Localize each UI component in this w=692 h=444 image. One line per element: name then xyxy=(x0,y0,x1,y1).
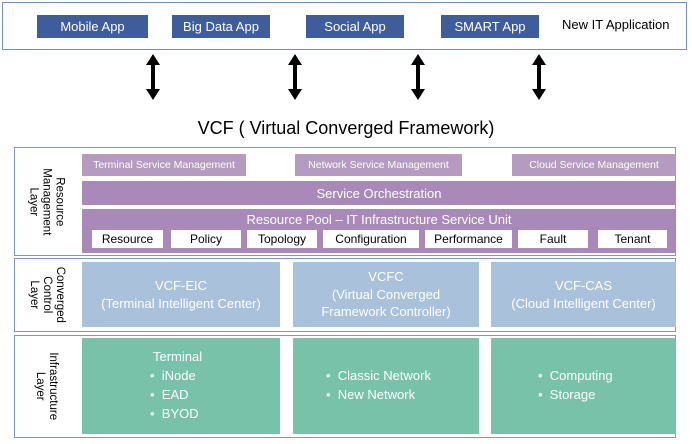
resource-pool-title: Resource Pool – IT Infrastructure Servic… xyxy=(246,212,512,227)
compute-infrastructure-box: • Computing • Storage xyxy=(491,338,676,434)
new-it-application-label: New IT Application xyxy=(562,17,670,32)
cloud-service-management-box: Cloud Service Management xyxy=(512,154,676,176)
framework-title: VCF ( Virtual Converged Framework) xyxy=(197,118,495,138)
vcf-cas-box: VCF-CAS (Cloud Intelligent Center) xyxy=(491,262,676,327)
network-infrastructure-box: • Classic Network • New Network xyxy=(293,338,479,434)
service-orchestration-band: Service Orchestration xyxy=(82,181,676,205)
network-service-management-box: Network Service Management xyxy=(295,154,462,176)
resource-management-layer-label: Resource Management Layer xyxy=(27,167,66,236)
bidirectional-arrow-icon xyxy=(146,54,160,100)
list-item: • New Network xyxy=(326,387,416,402)
smart-app-box: SMART App xyxy=(441,15,539,38)
pool-item-fault: Fault xyxy=(518,230,588,248)
bidirectional-arrow-icon xyxy=(288,54,302,100)
infrastructure-layer-label: Infrastructure Layer xyxy=(34,352,60,421)
terminal-title: Terminal xyxy=(153,349,203,364)
vcfc-box: VCFC (Virtual Converged Framework Contro… xyxy=(293,262,479,327)
list-item: • Computing xyxy=(538,368,613,383)
pool-item-topology: Topology xyxy=(247,230,317,248)
pool-item-performance: Performance xyxy=(425,230,512,248)
pool-item-resource: Resource xyxy=(92,230,163,248)
vcf-eic-box: VCF-EIC (Terminal Intelligent Center) xyxy=(82,262,280,327)
list-item: • Classic Network xyxy=(326,368,431,383)
mobile-app-box: Mobile App xyxy=(37,15,148,38)
pool-item-configuration: Configuration xyxy=(323,230,419,248)
terminal-infrastructure-box: Terminal • iNode • EAD • BYOD xyxy=(82,338,280,434)
social-app-box: Social App xyxy=(306,15,404,38)
pool-item-policy: Policy xyxy=(171,230,241,248)
bidirectional-arrow-icon xyxy=(411,54,425,100)
list-item: • Storage xyxy=(538,387,596,402)
list-item: • BYOD xyxy=(150,406,199,421)
list-item: • EAD xyxy=(150,387,189,402)
pool-item-tenant: Tenant xyxy=(598,230,667,248)
converged-control-layer-label: Converged Control Layer xyxy=(27,266,66,324)
terminal-service-management-box: Terminal Service Management xyxy=(82,154,246,176)
big-data-app-box: Big Data App xyxy=(172,15,270,38)
bidirectional-arrow-icon xyxy=(532,54,546,100)
list-item: • iNode xyxy=(150,368,196,383)
